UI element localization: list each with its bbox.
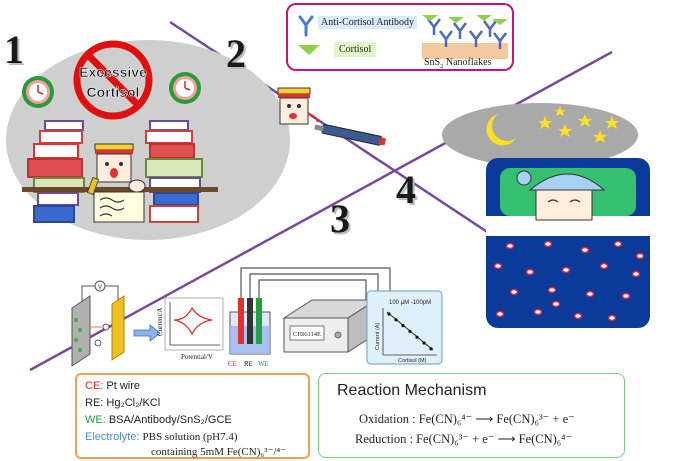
panel-4-illustration	[442, 103, 650, 328]
we-line: WE: BSA/Antibody/SnS₂/GCE	[85, 414, 232, 426]
sign-text-line2: Cortisol	[87, 84, 140, 100]
reaction-mechanism-box: Reaction Mechanism Oxidation : Fe(CN)₆⁴⁻…	[318, 373, 625, 458]
calibration-range-label: 100 μM -100pM	[389, 300, 431, 306]
electrolyte-value: PBS solution (pH7.4)	[142, 431, 238, 443]
cortisol-particle	[551, 300, 561, 308]
cortisol-particle	[543, 240, 553, 248]
student-icon	[86, 143, 146, 223]
cortisol-particle	[580, 246, 590, 254]
electrode-re-label: RE	[244, 360, 253, 368]
mechanism-title: Reaction Mechanism	[337, 382, 487, 399]
ion-minus-icon	[94, 339, 102, 347]
cortisol-particle	[613, 240, 623, 248]
calibration-point	[422, 341, 426, 345]
electrolyte-value-2: containing 5mM Fe(CN)₆³⁻/⁴⁻	[151, 446, 287, 458]
stars-icon	[538, 106, 619, 143]
cv-ylabel: Current/A	[156, 308, 164, 336]
panel-1-illustration	[6, 40, 290, 240]
cortisol-legend-text: Cortisol	[339, 44, 372, 55]
cortisol-particle	[547, 286, 557, 294]
sleeper-icon	[516, 170, 606, 221]
calibration-point	[401, 324, 405, 328]
electrolyte-label: Electrolyte:	[85, 431, 140, 443]
electrode-info-box: CE: Pt wire RE: Hg₂Cl₂/KCl WE: BSA/Antib…	[75, 373, 310, 459]
calibration-point	[429, 347, 433, 351]
clock-icon	[169, 72, 201, 104]
ce-label: CE:	[85, 380, 104, 392]
cortisol-particles	[493, 240, 645, 322]
cortisol-particle	[635, 252, 645, 260]
sign-text-line1: Excessive	[79, 64, 147, 80]
face-icon	[277, 87, 319, 125]
nanoflakes-icon	[422, 43, 508, 59]
cortisol-particle	[573, 312, 583, 320]
calibration-plot	[366, 290, 443, 365]
panel-number-3: 3	[330, 196, 350, 241]
calibration-point	[408, 329, 412, 333]
cortisol-particle	[607, 314, 617, 322]
reduction-line: Reduction : Fe(CN)₆³⁻ + e⁻ ⟶ Fe(CN)₆⁴⁻	[355, 432, 573, 446]
electrode-we-label: WE	[258, 360, 269, 368]
cortisol-particle	[533, 308, 543, 316]
ce-line: CE: Pt wire	[85, 380, 140, 392]
cv-plot	[164, 297, 224, 351]
re-line: RE: Hg₂Cl₂/KCl	[85, 397, 160, 409]
nanoflakes-suffix: Nanoflakes	[443, 57, 492, 68]
cortisol-particle	[631, 270, 641, 278]
cortisol-particle	[525, 268, 535, 276]
oxidation-line: Oxidation : Fe(CN)₆⁴⁻ ⟶ Fe(CN)₆³⁻ + e⁻	[359, 412, 575, 426]
re-value: Hg₂Cl₂/KCl	[106, 397, 161, 409]
instrument-label: CHI6114E	[293, 331, 321, 338]
moon-icon	[486, 114, 516, 146]
ce-value: Pt wire	[106, 380, 141, 392]
book-stack-right	[145, 120, 203, 223]
cortisol-icon	[298, 45, 320, 55]
nanoflakes-sub: 2	[440, 63, 444, 70]
antibody-icon	[298, 15, 314, 37]
cortisol-particle	[561, 266, 571, 274]
clock-icon	[22, 76, 54, 108]
panel-number-4: 4	[396, 167, 416, 212]
panel-3-illustration: V	[71, 267, 443, 367]
ion-plus-icon	[90, 323, 110, 331]
nanoflakes-prefix: SnS	[424, 57, 441, 68]
we-label: WE:	[85, 414, 106, 426]
electrode-ce-label: CE	[228, 360, 237, 368]
svg-text:V: V	[98, 285, 102, 291]
cv-xlabel: Potential/V	[181, 353, 213, 361]
cortisol-particle	[495, 310, 505, 318]
we-value: BSA/Antibody/SnS₂/GCE	[108, 414, 232, 426]
beaker-icon	[229, 298, 271, 355]
calibration-point	[387, 312, 391, 316]
nanoflakes-legend-label: SnS2 Nanoflakes	[424, 57, 491, 70]
cortisol-particle	[509, 288, 519, 296]
cortisol-particle	[621, 292, 631, 300]
re-label: RE:	[85, 397, 104, 409]
calibration-ylabel: Current (A)	[375, 323, 381, 350]
cortisol-legend-label: Cortisol	[334, 42, 377, 57]
electrolyte-line: Electrolyte: PBS solution (pH7.4)	[85, 431, 238, 443]
arrow-icon	[133, 324, 161, 342]
panel-number-1: 1	[4, 27, 24, 72]
no-sign-icon	[73, 40, 153, 120]
panel-number-2: 2	[226, 31, 246, 76]
cortisol-particle	[585, 290, 595, 298]
legend-box: Anti-Cortisol Antibody Cortisol SnS2 Nan…	[286, 3, 514, 71]
calibration-point	[394, 318, 398, 322]
book-stack-left	[27, 120, 85, 223]
calibration-points	[387, 312, 433, 351]
panel-2-illustration	[277, 87, 386, 146]
sensor-pen-icon	[314, 124, 386, 146]
cortisol-particle	[599, 262, 609, 270]
potentiostat-icon	[282, 299, 378, 353]
antibody-legend-label: Anti-Cortisol Antibody	[318, 16, 418, 29]
cortisol-particle	[493, 262, 503, 270]
calibration-point	[415, 335, 419, 339]
cortisol-particle	[505, 242, 515, 250]
calibration-xlabel: Cortisol (M)	[398, 358, 427, 364]
